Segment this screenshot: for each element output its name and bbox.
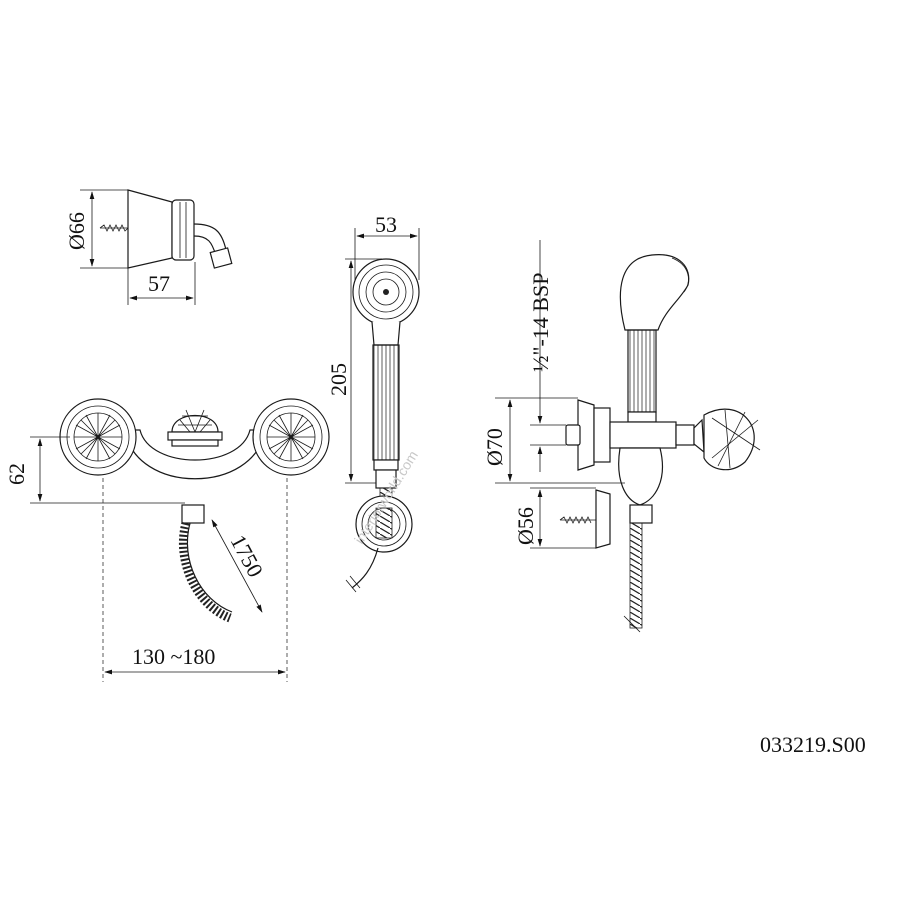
mixer-front-view: 62 130 ~180 1750 (4, 398, 330, 682)
wall-holder-view: Ø66 57 (64, 189, 233, 305)
dim-hose-length: 1750 (226, 531, 269, 582)
dim-holder-diameter: Ø66 (64, 212, 89, 250)
dim-holder-flange-diameter: Ø56 (513, 507, 538, 545)
product-code: 033219.S00 (760, 732, 866, 757)
dim-mixer-height: 62 (4, 463, 29, 485)
dim-thread: ½"-14 BSP (528, 273, 553, 372)
mixer-side-view: Ø70 ½"-14 BSP Ø56 (482, 240, 761, 633)
dim-flange-diameter: Ø70 (482, 428, 507, 466)
hand-shower-view: 53 205 (326, 212, 420, 593)
dim-handshower-width: 53 (375, 212, 397, 237)
dim-center-distance: 130 ~180 (132, 644, 215, 669)
dim-holder-depth: 57 (148, 271, 170, 296)
dim-handshower-length: 205 (326, 363, 351, 396)
